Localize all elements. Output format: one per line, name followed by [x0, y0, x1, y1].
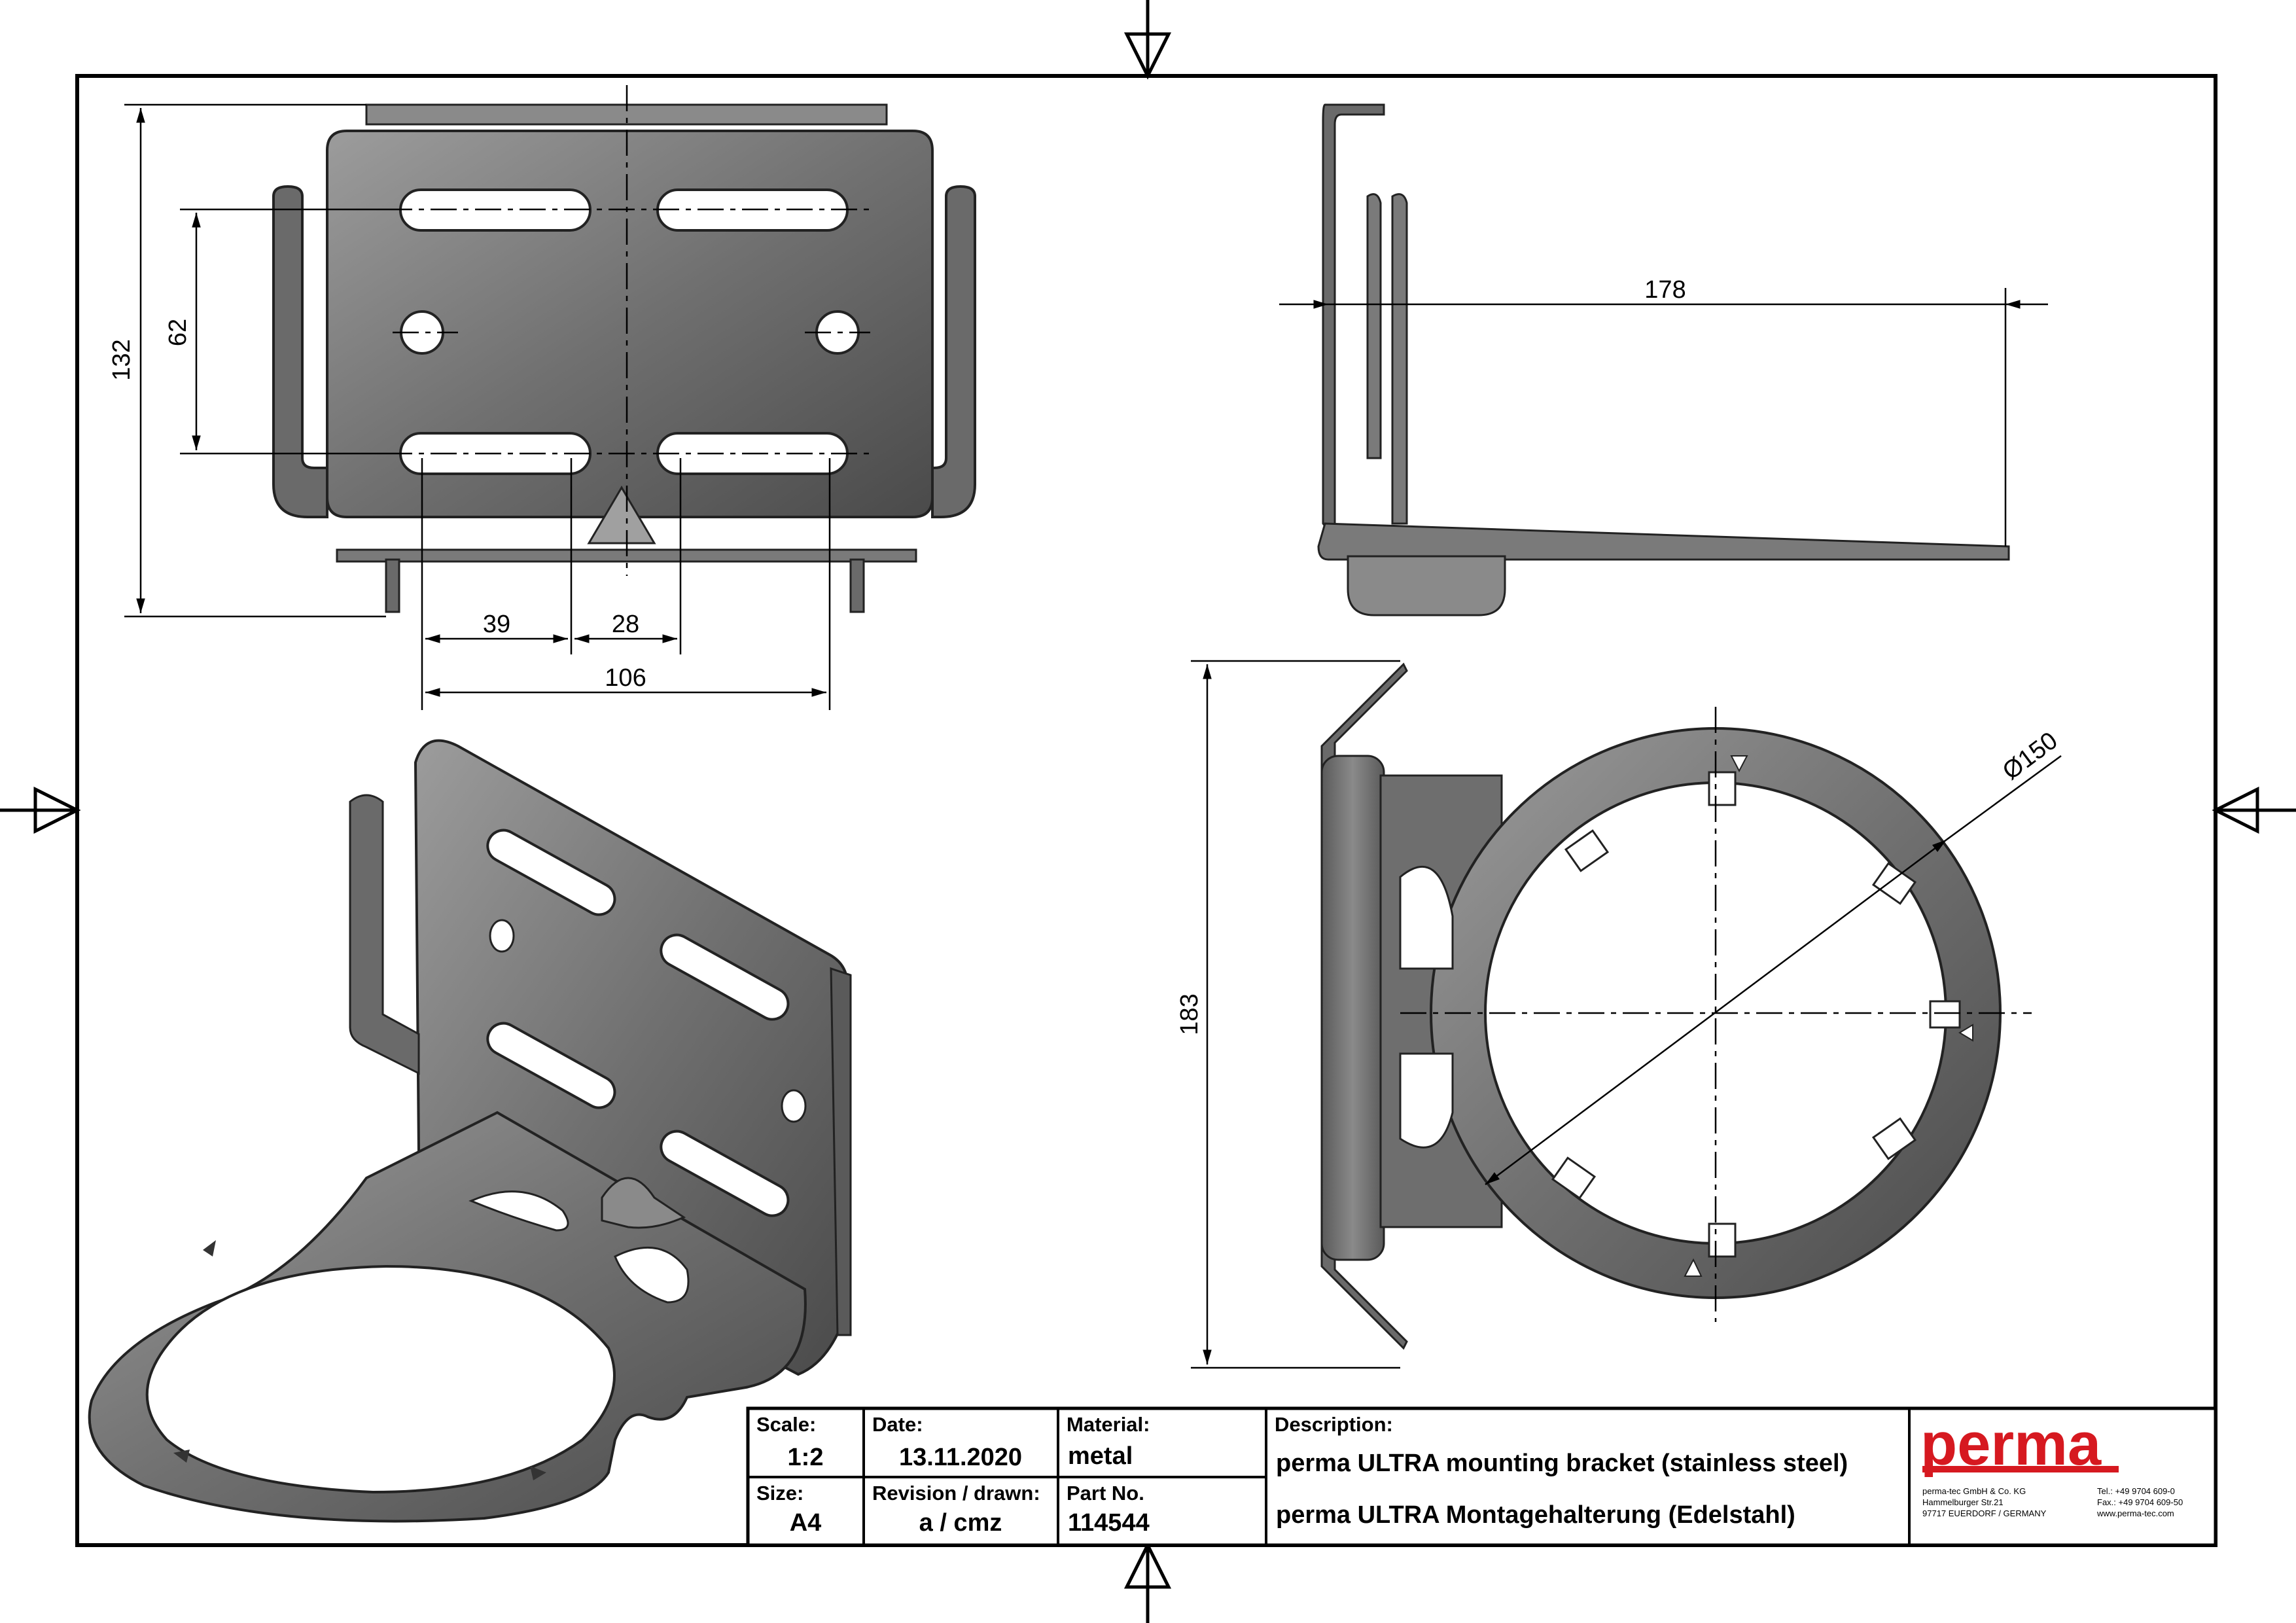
side-view: 178: [1279, 103, 2048, 616]
centering-mark-bottom: [1123, 1541, 1172, 1623]
date-value: 13.11.2020: [899, 1444, 1022, 1471]
scale-value: 1:2: [788, 1444, 824, 1471]
description-de: perma ULTRA Montagehalterung (Edelstahl): [1276, 1501, 1795, 1529]
company-tel: Tel.: +49 9704 609-0: [2097, 1486, 2175, 1496]
material-label: Material:: [1067, 1413, 1150, 1436]
dim-width-overall: 106: [605, 664, 646, 692]
ring-view: 183 Ø150: [1176, 660, 2063, 1369]
company-name: perma-tec GmbH & Co. KG: [1922, 1486, 2026, 1496]
centering-mark-left: [0, 786, 81, 834]
dim-height-overall: 132: [108, 339, 135, 380]
centering-mark-top: [1123, 0, 1172, 80]
front-view: 132 62 39 28 106: [108, 85, 976, 710]
date-label: Date:: [872, 1413, 923, 1436]
scale-label: Scale:: [756, 1413, 816, 1436]
dim-height-side: 183: [1176, 993, 1203, 1035]
revision-value: a / cmz: [919, 1509, 1002, 1537]
size-value: A4: [790, 1509, 822, 1537]
centering-mark-right: [2212, 786, 2296, 834]
partno-value: 114544: [1068, 1509, 1150, 1537]
partno-label: Part No.: [1067, 1482, 1144, 1505]
company-fax: Fax.: +49 9704 609-50: [2097, 1497, 2183, 1507]
dim-slot-pitch: 62: [164, 319, 192, 346]
dim-ring-diameter: Ø150: [1998, 727, 2063, 785]
revision-label: Revision / drawn:: [872, 1482, 1040, 1505]
company-web: www.perma-tec.com: [2096, 1508, 2174, 1518]
material-value: metal: [1068, 1442, 1133, 1470]
dim-slot-gap: 28: [612, 611, 639, 638]
logo-underline: [1922, 1466, 2119, 1472]
isometric-view: [88, 739, 852, 1523]
company-city: 97717 EUERDORF / GERMANY: [1922, 1508, 2047, 1518]
description-label: Description:: [1275, 1413, 1393, 1436]
title-block: Scale: 1:2 Date: 13.11.2020 Material: me…: [746, 1406, 2217, 1547]
size-label: Size:: [756, 1482, 804, 1505]
dim-depth: 178: [1644, 276, 1686, 304]
dim-offset-left: 39: [483, 611, 510, 638]
description-en: perma ULTRA mounting bracket (stainless …: [1276, 1450, 1848, 1477]
company-street: Hammelburger Str.21: [1922, 1497, 2004, 1507]
